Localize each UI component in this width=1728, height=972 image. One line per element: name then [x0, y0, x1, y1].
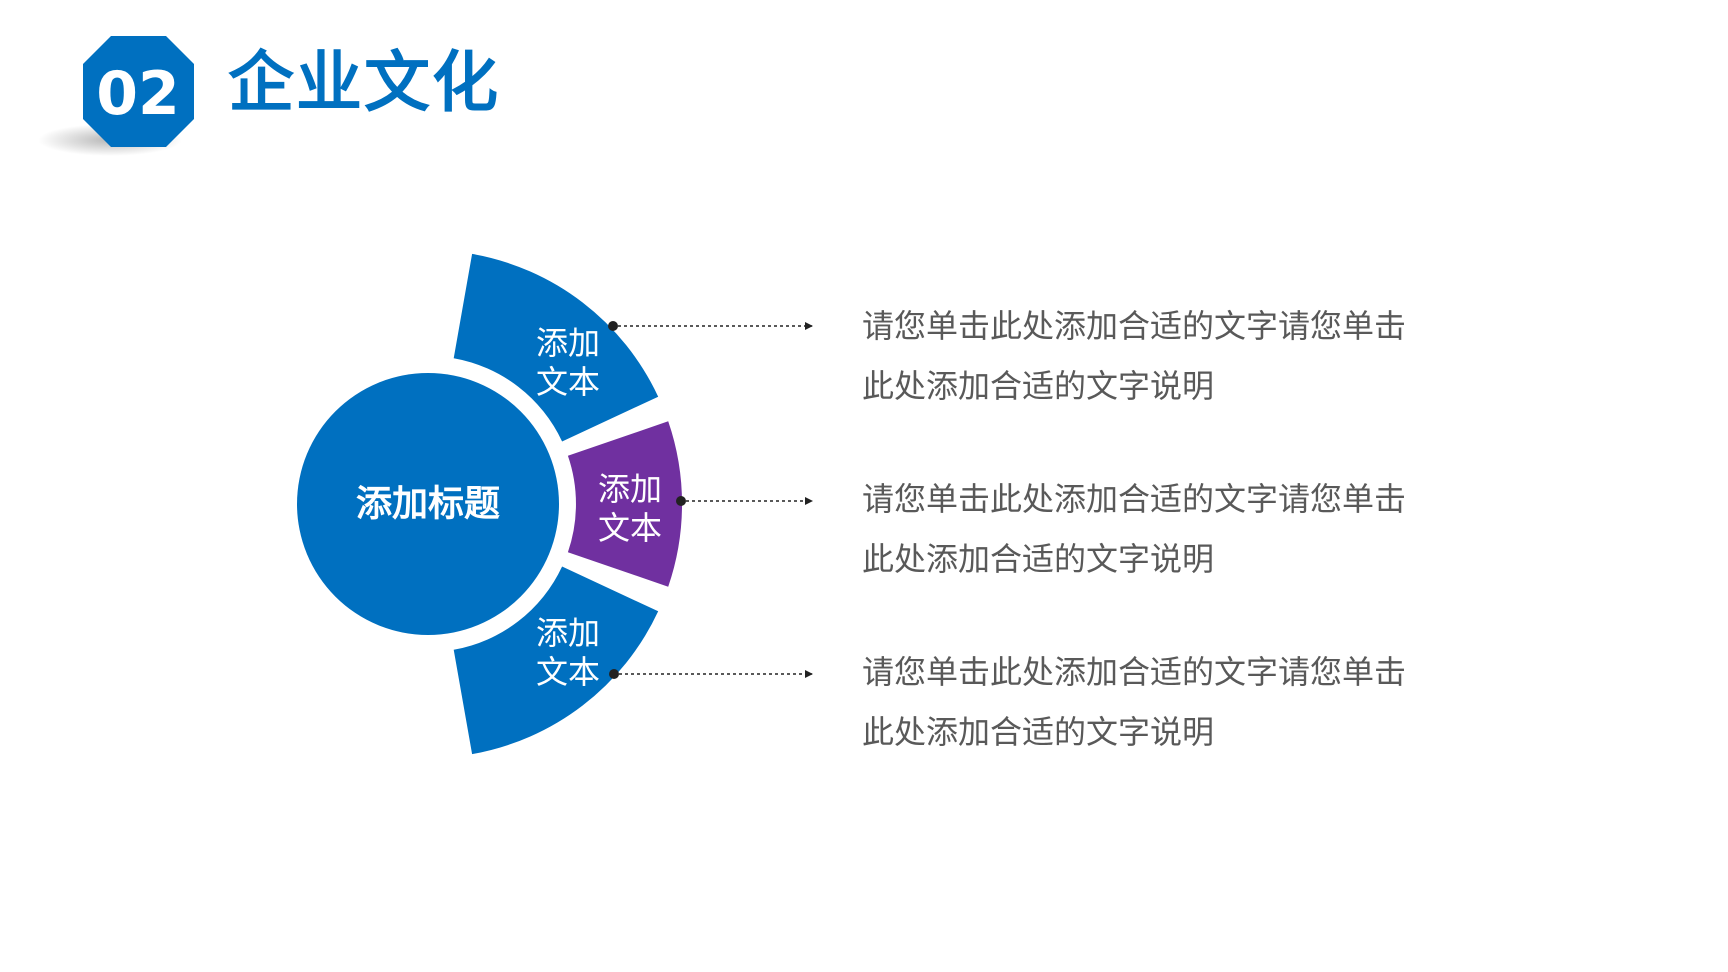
description-3-line2: 此处添加合适的文字说明: [862, 713, 1215, 751]
segment-label-3b: 文本: [536, 653, 600, 691]
page-title: 企业文化: [228, 44, 500, 121]
description-2-line2: 此处添加合适的文字说明: [862, 540, 1215, 578]
segment-label-1-line2: 文本: [536, 363, 600, 401]
segment-shape-1: [453, 253, 659, 442]
description-2-line1: 请您单击此处添加合适的文字请您单击: [862, 480, 1407, 518]
segment-label-1: 添加: [536, 324, 600, 362]
description-1-line2: 此处添加合适的文字说明: [862, 367, 1215, 405]
segment-shape-2: [567, 421, 683, 587]
segment-label-1-line1: 添加: [536, 324, 600, 362]
segment-label-3-line1: 添加: [536, 614, 600, 652]
description-block-1: 请您单击此处添加合适的文字请您单击 此处添加合适的文字说明: [862, 296, 1462, 416]
description-block-2: 请您单击此处添加合适的文字请您单击 此处添加合适的文字说明: [862, 469, 1462, 589]
connector-1: [608, 321, 813, 331]
segment-label-2-line2: 文本: [598, 509, 662, 547]
segment-label-2b: 文本: [598, 509, 662, 547]
description-3-line1: 请您单击此处添加合适的文字请您单击: [862, 653, 1407, 691]
number-badge-label: 02: [96, 59, 180, 129]
segment-label-2: 添加: [598, 470, 662, 508]
segment-label-3: 添加: [536, 614, 600, 652]
description-block-3: 请您单击此处添加合适的文字请您单击 此处添加合适的文字说明: [862, 642, 1462, 762]
connector-2: [676, 496, 813, 506]
number-badge: [83, 36, 194, 147]
segment-shape-3: [453, 566, 659, 755]
segment-label-3-line2: 文本: [536, 653, 600, 691]
description-1-line1: 请您单击此处添加合适的文字请您单击: [862, 307, 1407, 345]
segment-label-1b: 文本: [536, 363, 600, 401]
segment-label-2-line1: 添加: [598, 470, 662, 508]
center-title: 添加标题: [356, 484, 500, 525]
connector-3: [609, 669, 813, 679]
center-circle: [297, 373, 559, 635]
